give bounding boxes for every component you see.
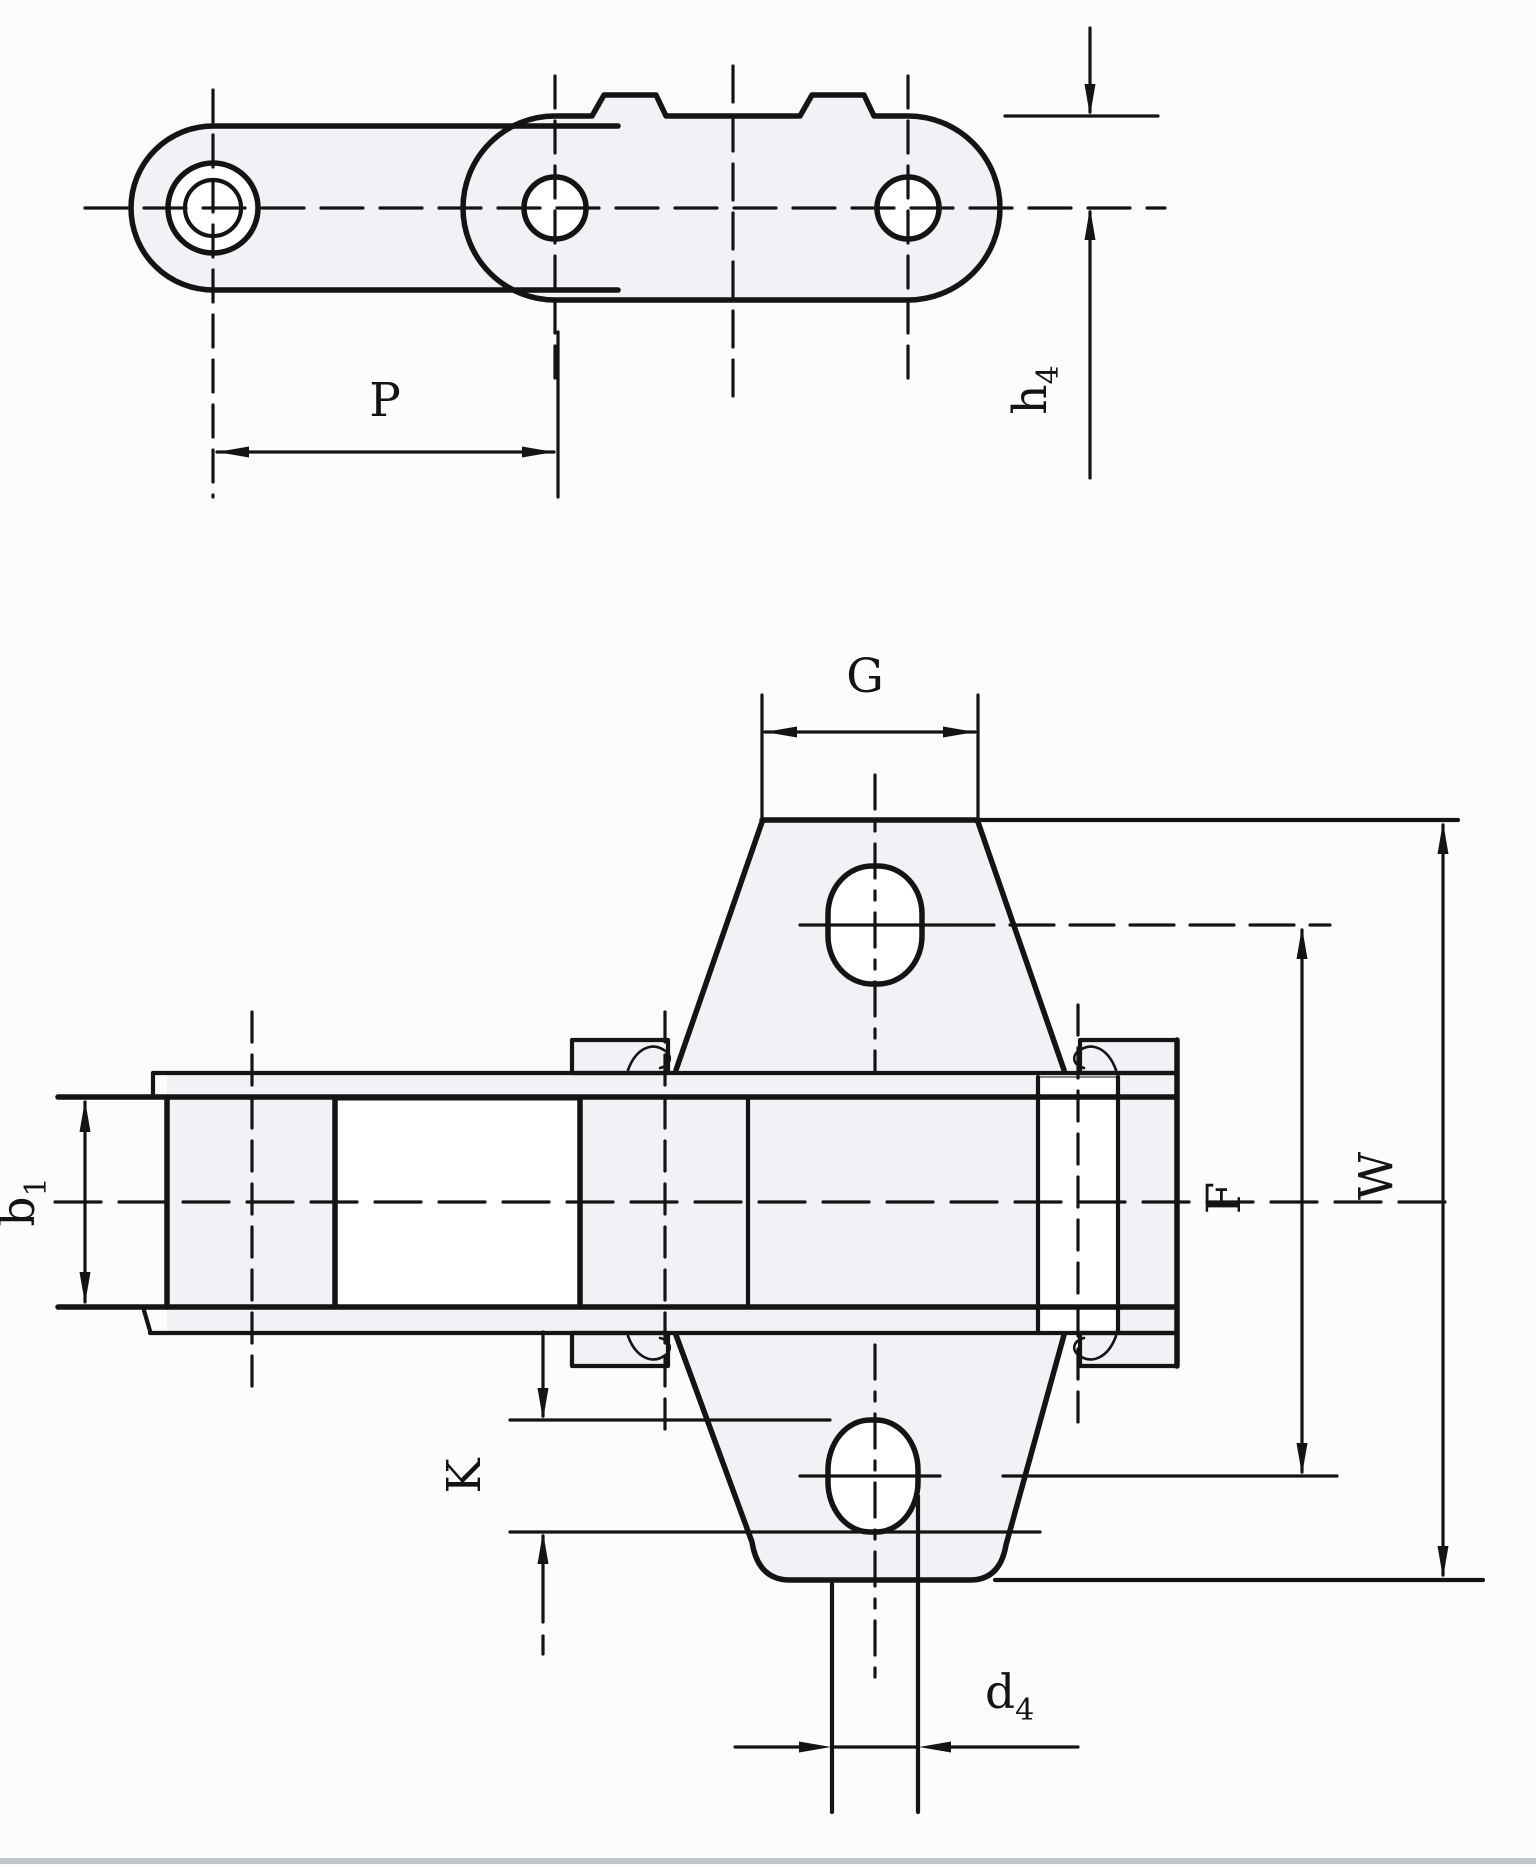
tab-outline (569, 1330, 671, 1369)
side-view: P h4 (83, 26, 1167, 499)
dim-inner-width-b1: b1 (0, 1100, 91, 1304)
arrowhead-down (1437, 1546, 1449, 1578)
arrowhead-left (217, 446, 249, 458)
plate-left-step-lower (140, 1304, 153, 1334)
dim-pitch-P: P (215, 330, 560, 499)
tab-outline (569, 1037, 671, 1076)
arrowhead-up (537, 1532, 549, 1564)
dim-label-F: F (1197, 1182, 1252, 1215)
tab-fill (1080, 1040, 1177, 1073)
dim-attachment-height-h4: h4 (1003, 26, 1160, 480)
tab-outline (1077, 1037, 1180, 1076)
dim-slot-length-K: K (437, 1330, 1042, 1656)
dim-label-W: W (1349, 1151, 1404, 1200)
arrowhead-up (1437, 822, 1449, 854)
scan-edge-strip (0, 1858, 1536, 1864)
tab-fill (572, 1040, 668, 1073)
tab-fill (1080, 1333, 1177, 1366)
upper-attachment-right-slant (975, 819, 1067, 1073)
left-link-plate-outline (128, 123, 621, 293)
arrowhead-left (765, 726, 797, 738)
dim-label-G: G (846, 649, 884, 704)
arrowhead-up (1296, 927, 1308, 959)
arrowhead-right (943, 726, 975, 738)
arrowhead-down (79, 1272, 91, 1304)
lower-attachment-outline (673, 1332, 1067, 1583)
dim-label-b1: b1 (0, 1177, 54, 1226)
front-view: b1 G K (0, 649, 1486, 1815)
dim-slot-width-d4: d4 (733, 1493, 1080, 1815)
tab-outline (1077, 1330, 1180, 1369)
dim-hole-distance-F: F (1197, 927, 1308, 1475)
arrowhead-right (522, 446, 554, 458)
arrowhead-down (1084, 84, 1096, 116)
arrowhead-down (1296, 1443, 1308, 1475)
upper-attachment-left-slant (673, 819, 765, 1073)
arrowhead-up (1084, 208, 1096, 240)
weld-curl (626, 1045, 672, 1072)
arrowhead-right (799, 1741, 831, 1753)
dim-label-h4: h4 (1003, 365, 1066, 414)
arrowhead-up (79, 1100, 91, 1132)
dim-overall-height-W: W (975, 817, 1486, 1583)
dim-label-K: K (437, 1458, 492, 1494)
weld-curl (1072, 1334, 1118, 1361)
dim-label-pitch: P (369, 373, 401, 428)
dim-label-d4: d4 (985, 1665, 1034, 1728)
arrowhead-down (537, 1388, 549, 1420)
attachment-link-plate-outline (460, 92, 1003, 303)
dim-top-width-G: G (760, 649, 980, 820)
tab-fill (572, 1333, 668, 1366)
arrowhead-left (919, 1741, 951, 1753)
